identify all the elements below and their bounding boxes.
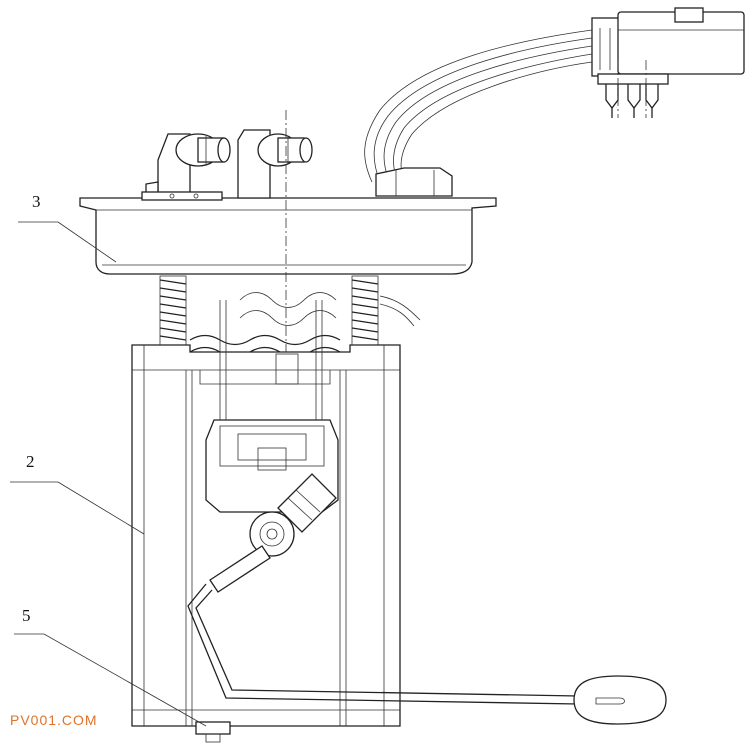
bottom-filter: [195, 721, 231, 743]
callout-3: 3: [32, 192, 41, 211]
wire-harness: [364, 29, 593, 183]
flange-cover: [79, 167, 497, 275]
leader-lines: [10, 221, 207, 727]
callout-5: 5: [22, 606, 31, 625]
watermark: PV001.COM: [10, 712, 98, 728]
guide-springs: [159, 275, 421, 358]
callout-2: 2: [26, 452, 35, 471]
pump-and-sender: [187, 300, 667, 725]
electrical-connector: [591, 7, 745, 118]
fuel-outlet-nozzles: [141, 110, 313, 420]
